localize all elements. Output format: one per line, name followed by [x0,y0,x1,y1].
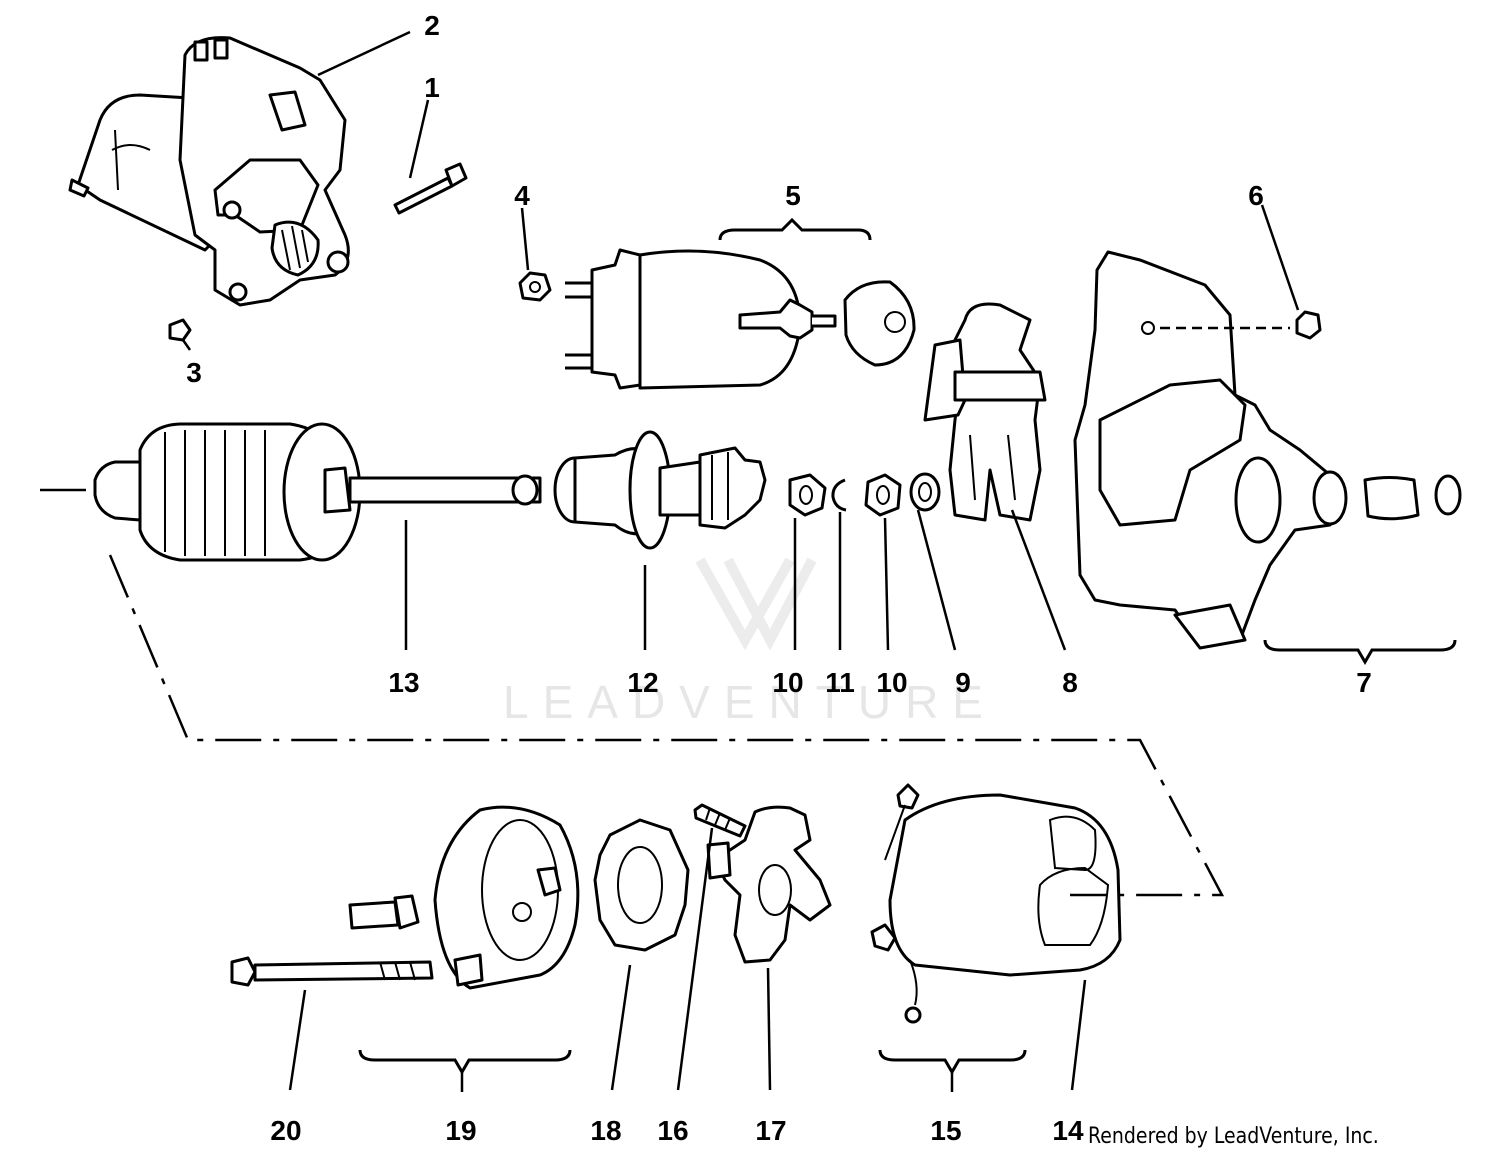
callout-6: 6 [1248,180,1264,211]
callout-19: 19 [445,1115,476,1146]
callout-5: 5 [785,180,801,211]
rendered-by-credit: Rendered by LeadVenture, Inc. [1088,1124,1379,1149]
snap-ring-part-11 [831,478,847,512]
callout-14: 14 [1052,1115,1084,1146]
callout-10a: 10 [772,667,803,698]
callout-18: 18 [590,1115,621,1146]
bolt-part-1 [393,162,468,215]
leadventure-watermark: LEADVENTURE [503,557,997,728]
callout-1: 1 [424,72,440,103]
shift-lever-part-8 [923,302,1047,522]
armature-part-13 [93,422,542,562]
washer-part-9 [909,472,941,512]
through-bolt-part-20 [230,956,434,987]
callout-7: 7 [1356,667,1372,698]
callout-16: 16 [657,1115,688,1146]
nut-part-6 [1295,310,1322,340]
collar-part-10a [788,473,827,517]
callout-17: 17 [755,1115,786,1146]
solenoid-part-5 [565,248,916,390]
insulator-part-18 [593,818,690,952]
callout-11: 11 [825,667,855,698]
callout-4: 4 [514,180,530,211]
field-leads-part-15 [870,783,922,1024]
leader-lines [181,30,1300,1091]
assembly-dash-line [40,488,1225,897]
end-cover-part-19 [348,805,580,990]
callout-10b: 10 [876,667,907,698]
spring-part-16 [693,803,747,838]
yoke-part-14 [888,793,1122,977]
brush-holder-part-17 [706,805,832,964]
callout-2: 2 [424,10,440,41]
callout-12: 12 [627,667,658,698]
drive-housing-part-7 [1073,250,1462,650]
pinion-clutch-part-12 [553,430,767,550]
callout-3: 3 [186,357,202,388]
callout-8: 8 [1062,667,1078,698]
callout-13: 13 [388,667,419,698]
callout-20: 20 [270,1115,301,1146]
braces [358,217,1457,1092]
callout-numbers: 2 1 3 4 5 6 7 8 9 10 11 10 12 13 14 15 1… [186,10,1372,1146]
nut-part-3 [168,318,192,342]
watermark-text: LEADVENTURE [503,676,997,728]
callout-9: 9 [955,667,971,698]
callout-15: 15 [930,1115,961,1146]
starter-motor-assembly [68,36,350,307]
nut-part-4 [518,271,552,302]
collar-part-10b [864,473,902,517]
